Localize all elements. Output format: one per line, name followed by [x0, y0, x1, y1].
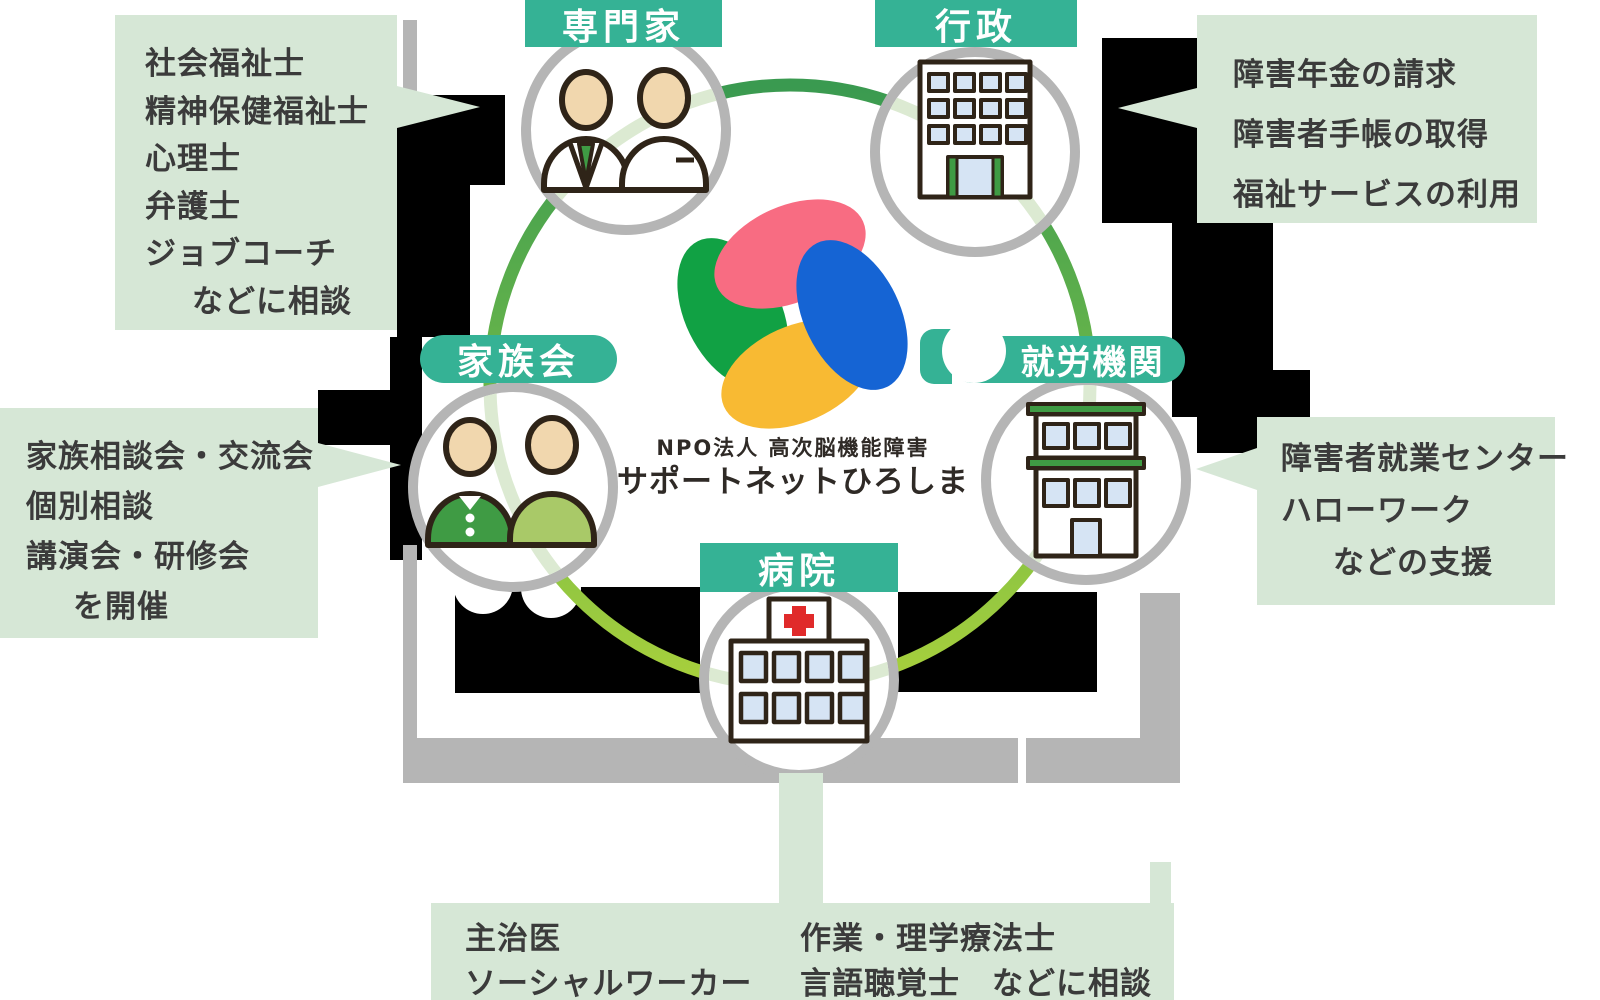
org-name-line1: NPO法人 高次脳機能障害 — [656, 436, 930, 460]
callout-hospital-left-column: 主治医 ソーシャルワーカー — [465, 917, 752, 1000]
callout-expert-line: 精神保健福祉士 — [145, 93, 369, 130]
node-label-hospital: 病院 — [700, 543, 898, 592]
node-label-employment-text: 就労機関 — [1020, 343, 1165, 383]
callout-hospital-line: 主治医 — [465, 921, 561, 957]
callout-hospital-stem — [779, 773, 823, 904]
callout-expert-line: 心理士 — [145, 141, 241, 177]
callout-expert-line: ジョブコーチ — [145, 236, 337, 272]
callout-government-arrow — [1118, 88, 1197, 128]
connector-bottom-left — [403, 738, 1018, 783]
transparency-artifact — [318, 390, 422, 445]
callout-family-line: を開催 — [73, 589, 169, 625]
org-name-line2: サポートネットひろしま — [617, 464, 969, 500]
callout-expert-line: などに相談 — [192, 283, 352, 320]
node-label-family: 家族会 — [420, 335, 617, 383]
callout-hospital-line: ソーシャルワーカー — [465, 966, 753, 1000]
connector-top-left — [403, 20, 417, 93]
callout-hospital: 主治医 ソーシャルワーカー 作業・理学療法士 言語聴覚士 などに相談 — [431, 903, 1174, 1000]
callout-employment-line: 障害者就業センター — [1281, 441, 1569, 477]
callout-hospital-line: 言語聴覚士 などに相談 — [800, 966, 1152, 1000]
callout-government-line: 福祉サービスの利用 — [1233, 177, 1521, 213]
callout-family-line: 家族相談会・交流会 — [26, 439, 314, 475]
connector-left-vertical — [403, 545, 417, 783]
node-label-employment-cut — [942, 319, 1006, 383]
callout-hospital-right-column: 作業・理学療法士 言語聴覚士 などに相談 — [800, 917, 1152, 1000]
node-label-government-text: 行政 — [934, 6, 1017, 48]
node-label-hospital-text: 病院 — [757, 550, 840, 592]
callout-family-line: 個別相談 — [26, 489, 154, 525]
government-building-icon — [917, 59, 1033, 200]
callout-family: 家族相談会・交流会 個別相談 講演会・研修会 を開催 — [0, 408, 318, 638]
callout-family-arrow — [318, 443, 401, 487]
connector-right-vertical — [1140, 593, 1180, 783]
npo-logo-pinwheel — [677, 199, 908, 429]
callout-employment-line: などの支援 — [1333, 545, 1493, 581]
node-label-family-text: 家族会 — [456, 342, 580, 383]
callout-expert: 社会福祉士 精神保健福祉士 心理士 弁護士 ジョブコーチ などに相談 — [115, 15, 397, 330]
transparency-artifact — [1197, 417, 1257, 453]
node-label-employment-textbox: 就労機関 — [1000, 336, 1185, 383]
logo-petal-blue — [796, 240, 908, 390]
callout-expert-line: 弁護士 — [145, 188, 241, 225]
hospital-building-icon — [728, 596, 870, 744]
node-label-expert-text: 専門家 — [561, 6, 685, 48]
family-members-icon — [425, 415, 597, 548]
callout-hospital-line: 作業・理学療法士 — [800, 921, 1056, 957]
callout-employment-line: ハローワーク — [1281, 493, 1473, 529]
experts-icon — [541, 67, 709, 193]
callout-government: 障害年金の請求 障害者手帳の取得 福祉サービスの利用 — [1197, 15, 1537, 223]
employment-building-icon — [1026, 402, 1146, 559]
callout-family-line: 講演会・研修会 — [26, 539, 250, 575]
transparency-artifact — [1172, 370, 1310, 417]
callout-employment: 障害者就業センター ハローワーク などの支援 — [1257, 417, 1569, 605]
connector-bars — [403, 20, 1180, 783]
callout-expert-arrow — [397, 86, 480, 128]
transparency-artifact — [1102, 38, 1197, 223]
callout-government-line: 障害年金の請求 — [1233, 57, 1457, 93]
callout-employment-arrow — [1196, 448, 1257, 490]
callout-expert-line: 社会福祉士 — [145, 46, 305, 82]
node-label-expert: 専門家 — [525, 0, 722, 48]
node-label-government: 行政 — [875, 0, 1077, 48]
callout-hospital-strip — [1150, 862, 1171, 904]
callout-government-line: 障害者手帳の取得 — [1233, 117, 1489, 153]
